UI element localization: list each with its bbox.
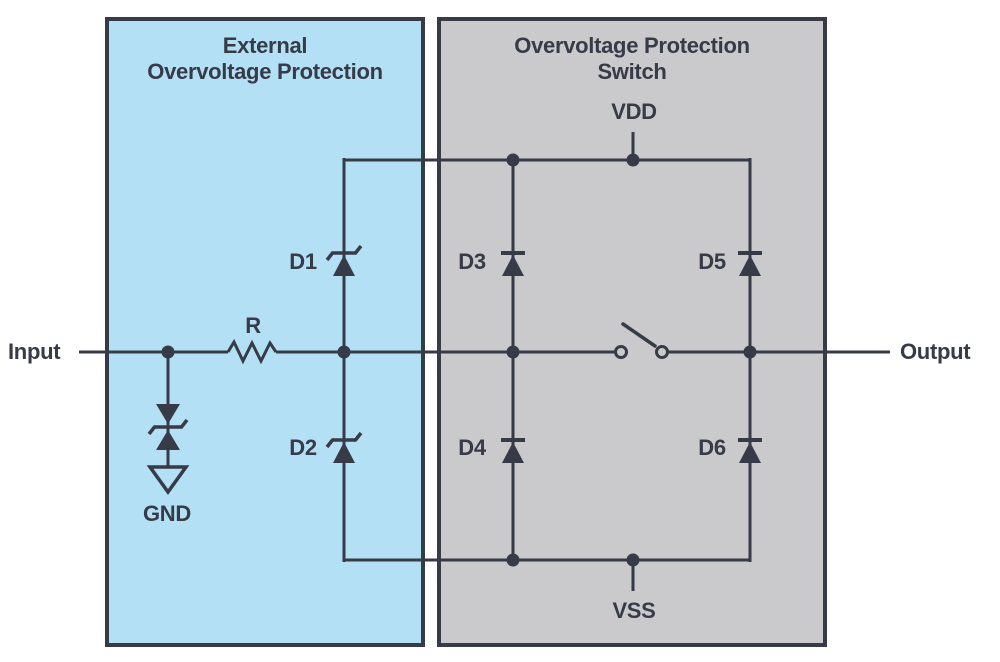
input-label: Input [8,339,61,364]
switch-contact-right [655,345,669,359]
tvs-diode-icon [147,404,189,450]
diode-d6-icon [738,438,762,463]
d6-label: D6 [698,435,726,460]
junction-dot [626,153,640,167]
switch-contact-left [614,345,628,359]
zener-diode-d1-icon [325,244,363,276]
d2-label: D2 [289,435,317,460]
switch-box-title-line1: Overvoltage Protection [514,33,750,58]
switch-box-title-line2: Switch [597,59,667,84]
diode-d4-icon [501,438,525,463]
resistor-symbol [226,338,278,365]
external-box-title-line2: Overvoltage Protection [147,59,383,84]
d3-label: D3 [458,249,486,274]
junction-dot [506,345,520,359]
junction-dot [743,345,757,359]
junction-dot [506,153,520,167]
resistor-label: R [245,313,261,338]
output-label: Output [900,339,971,364]
junction-dot [506,553,520,567]
external-overvoltage-protection-box [105,17,425,647]
vdd-label: VDD [611,99,657,124]
external-box-title: External Overvoltage Protection [105,33,425,85]
d5-label: D5 [698,249,726,274]
junction-dot [626,553,640,567]
switch-lever [621,322,657,348]
d1-label: D1 [289,249,317,274]
junction-dot [337,345,351,359]
diode-d5-icon [738,251,762,276]
diode-d3-icon [501,251,525,276]
external-box-title-line1: External [222,33,308,58]
gnd-label: GND [143,501,191,526]
switch-box-title: Overvoltage Protection Switch [437,33,827,85]
vss-label: VSS [612,598,656,623]
junction-dots [161,153,757,567]
d4-label: D4 [458,435,486,460]
switch-symbol [614,322,669,359]
zener-diode-d2-icon [325,431,363,463]
ground-icon [146,465,190,495]
junction-dot [161,345,175,359]
